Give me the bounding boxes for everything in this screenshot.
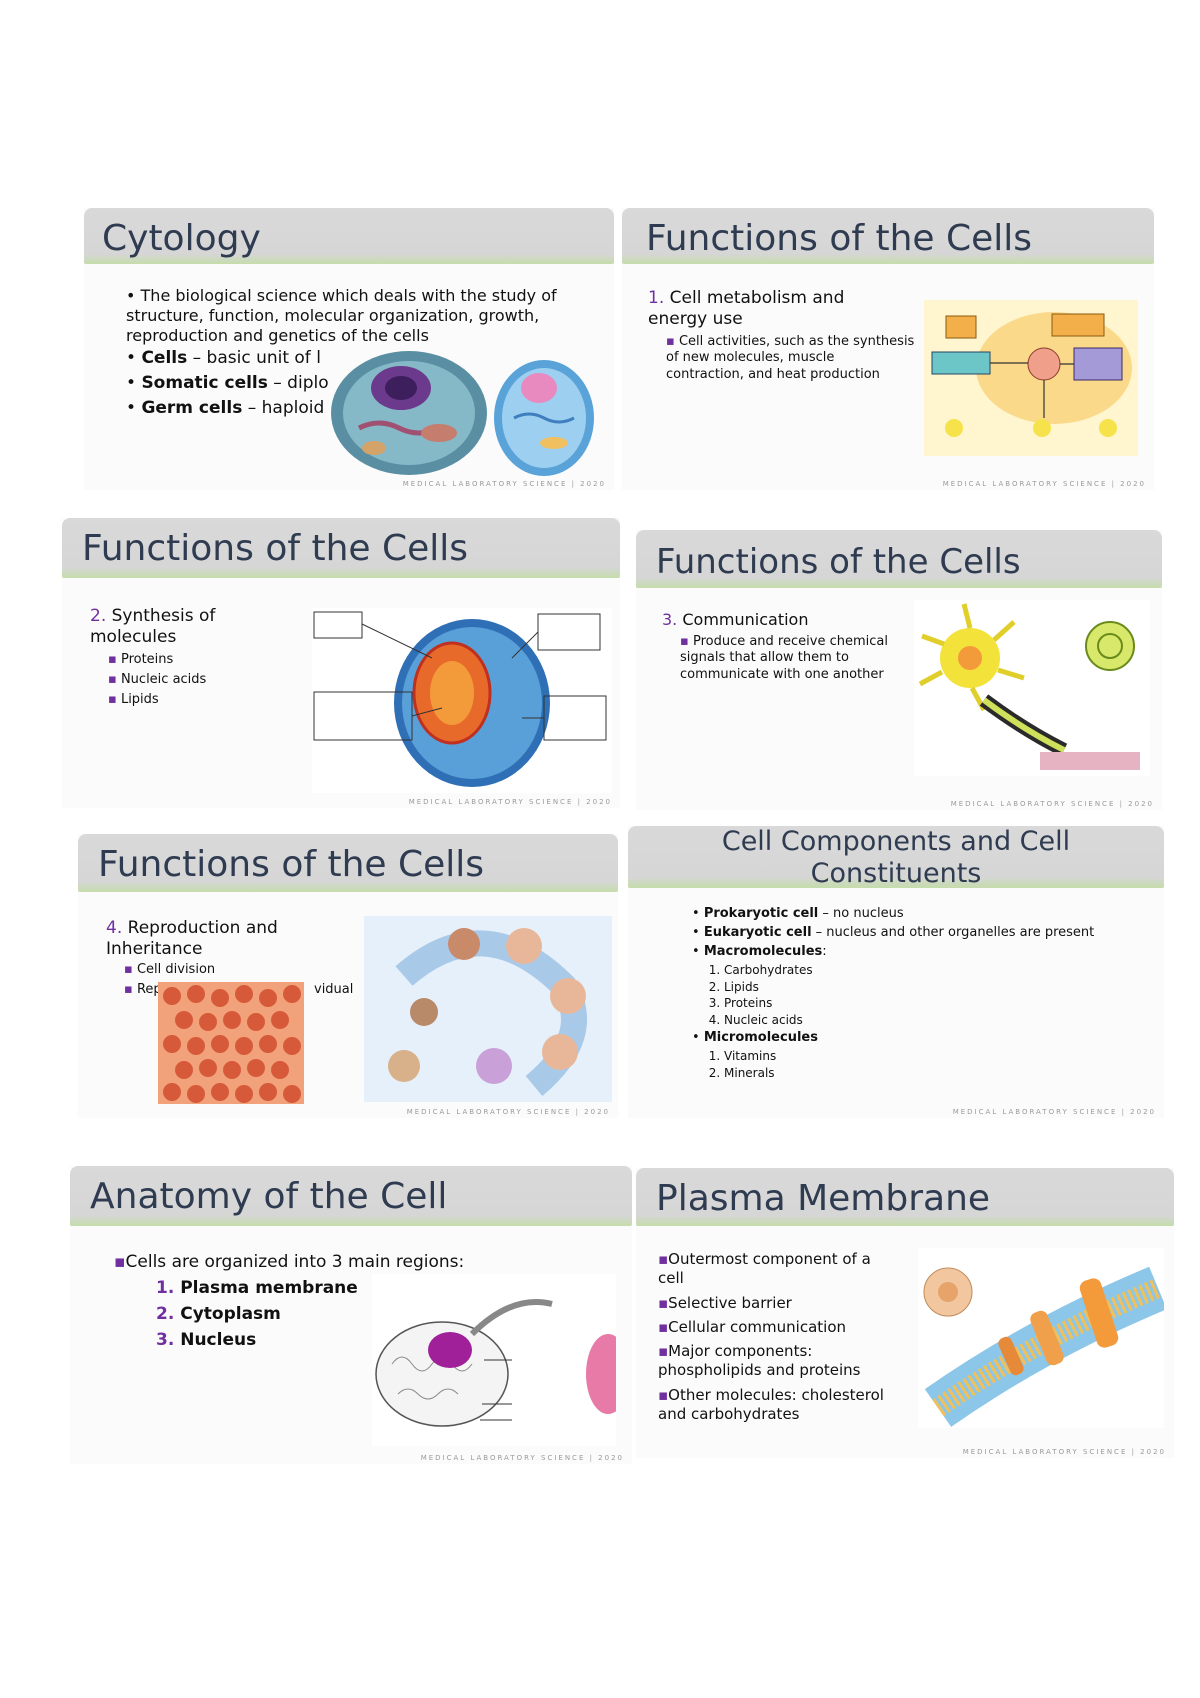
macro-item: Nucleic acids [724, 1012, 813, 1029]
slide-title-bar: Functions of the Cells [636, 530, 1162, 588]
slide-title: Functions of the Cells [98, 844, 485, 885]
micro-item: Vitamins [724, 1048, 776, 1065]
slide-footer: MEDICAL LABORATORY SCIENCE | 2020 [942, 480, 1146, 488]
cell-molecules-image [312, 608, 612, 793]
metabolism-diagram-image [924, 300, 1138, 456]
slide-anatomy: Anatomy of the Cell ▪Cells are organized… [70, 1166, 632, 1464]
slide-title: Functions of the Cells [656, 542, 1021, 582]
slide-title: Cytology [102, 218, 261, 259]
slide-functions-metabolism: Functions of the Cells 1. Cell metabolis… [622, 208, 1154, 490]
region-plasma-membrane: 1. Plasma membrane [156, 1278, 358, 1298]
life-cycle-image [364, 916, 612, 1102]
slide-footer: MEDICAL LABORATORY SCIENCE | 2020 [952, 1108, 1156, 1116]
bullet-eukaryotic: • Eukaryotic cell – nucleus and other or… [692, 925, 1095, 940]
macro-item: Carbohydrates [724, 962, 813, 979]
slide-title: Cell Components and Cell Constituents [721, 826, 1071, 889]
micro-item: Minerals [724, 1065, 776, 1082]
neuron-communication-image [914, 600, 1150, 776]
numbered-item: 1. Cell metabolism and energy use [648, 288, 845, 330]
sub-bullet-cell-division: ▪ Cell division [124, 962, 216, 977]
slide-title-bar: Anatomy of the Cell [70, 1166, 632, 1226]
slide-functions-communication: Functions of the Cells 3. Communication … [636, 530, 1162, 810]
numbered-item: 4. Reproduction and Inheritance [106, 918, 278, 960]
bullet-germ: • Germ cells – haploid [126, 398, 325, 418]
macro-item: Proteins [724, 995, 813, 1012]
cell-anatomy-image [372, 1274, 616, 1446]
slide-functions-reproduction: Functions of the Cells 4. Reproduction a… [78, 834, 618, 1118]
slide-footer: MEDICAL LABORATORY SCIENCE | 2020 [406, 1108, 610, 1116]
slide-footer: MEDICAL LABORATORY SCIENCE | 2020 [408, 798, 612, 806]
bullet-micromolecules: • Micromolecules [692, 1030, 818, 1045]
numbered-item: 2. Synthesis of molecules [90, 606, 216, 648]
bullet-selective-barrier: ▪Selective barrier [658, 1294, 792, 1312]
slide-title-bar: Plasma Membrane [636, 1168, 1174, 1226]
sub-bullet: ▪ Cell activities, such as the synthesis… [666, 334, 915, 382]
slide-title: Anatomy of the Cell [90, 1176, 448, 1217]
micro-list: Vitamins Minerals [698, 1048, 776, 1081]
bullet-macromolecules: • Macromolecules: [692, 944, 827, 959]
bullet-other-molecules: ▪Other molecules: cholesterol and carboh… [658, 1386, 884, 1423]
region-cytoplasm: 2. Cytoplasm [156, 1304, 281, 1324]
slide-title-bar: Functions of the Cells [62, 518, 620, 578]
bullet-intro: ▪Cells are organized into 3 main regions… [114, 1252, 465, 1272]
macro-item: Lipids [724, 979, 813, 996]
slide-title: Functions of the Cells [82, 528, 469, 569]
bullet-communication: ▪Cellular communication [658, 1318, 847, 1336]
bullet-cells: • Cells – basic unit of l [126, 348, 321, 368]
bullet-definition: • The biological science which deals wit… [126, 286, 557, 345]
sub-bullet: ▪ Produce and receive chemical signals t… [680, 634, 888, 682]
sub-bullet-lipids: ▪ Lipids [108, 692, 159, 707]
slide-title-bar: Cell Components and Cell Constituents [628, 826, 1164, 889]
slide-title-bar: Functions of the Cells [78, 834, 618, 892]
slide-cell-components: Cell Components and Cell Constituents • … [628, 826, 1164, 1118]
slide-plasma-membrane: Plasma Membrane ▪Outermost component of … [636, 1168, 1174, 1458]
slide-cytology: Cytology • The biological science which … [84, 208, 614, 490]
bullet-major-components: ▪Major components: phospholipids and pro… [658, 1342, 861, 1379]
macro-list: Carbohydrates Lipids Proteins Nucleic ac… [698, 962, 813, 1028]
cell-division-micrograph-image [158, 982, 304, 1104]
bullet-somatic: • Somatic cells – diplo [126, 373, 329, 393]
numbered-item: 3. Communication [662, 610, 809, 629]
slide-footer: MEDICAL LABORATORY SCIENCE | 2020 [420, 1454, 624, 1462]
cell-3d-image [329, 348, 604, 478]
sub-bullet-proteins: ▪ Proteins [108, 652, 174, 667]
slide-functions-synthesis: Functions of the Cells 2. Synthesis of m… [62, 518, 620, 808]
slide-title: Plasma Membrane [656, 1178, 991, 1219]
bullet-prokaryotic: • Prokaryotic cell – no nucleus [692, 906, 904, 921]
region-nucleus: 3. Nucleus [156, 1330, 257, 1350]
bullet-outermost: ▪Outermost component of a cell [658, 1250, 871, 1287]
slide-title-bar: Functions of the Cells [622, 208, 1154, 264]
slide-title-bar: Cytology [84, 208, 614, 264]
slide-footer: MEDICAL LABORATORY SCIENCE | 2020 [402, 480, 606, 488]
slide-title: Functions of the Cells [646, 218, 1033, 259]
slide-footer: MEDICAL LABORATORY SCIENCE | 2020 [950, 800, 1154, 808]
membrane-structure-image [918, 1248, 1164, 1428]
slide-footer: MEDICAL LABORATORY SCIENCE | 2020 [962, 1448, 1166, 1456]
sub-bullet-nucleic-acids: ▪ Nucleic acids [108, 672, 207, 687]
